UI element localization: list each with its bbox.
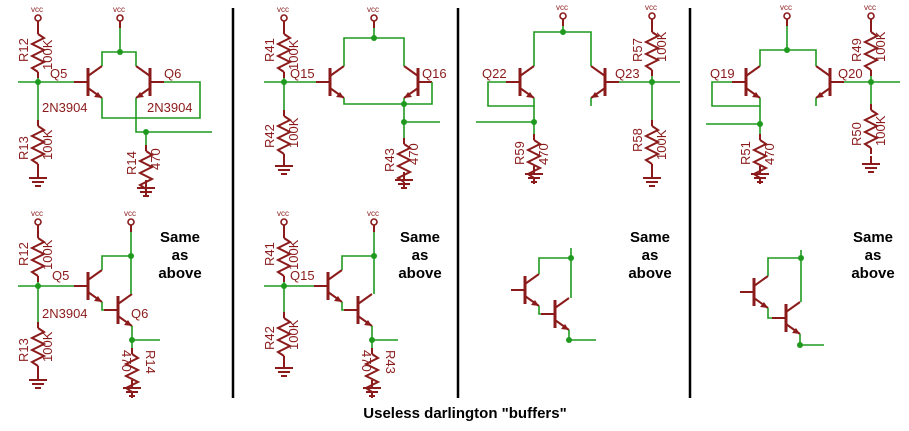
resistor-label: R59 [512,141,527,165]
panel3-bottom-darlington [509,248,596,343]
resistor-label: R13 [16,136,31,160]
same-note-1: Same as above [158,229,201,282]
svg-text:as: as [172,247,189,264]
resistor-value: 470 [119,350,134,372]
vcc-label: vcc [367,5,379,14]
transistor-label: Q6 [164,66,181,81]
resistor-label: R14 [124,151,139,175]
transistor-label: Q23 [615,66,640,81]
resistor-value: 100K [873,115,888,146]
svg-text:above: above [398,265,441,282]
resistor-value: 470 [536,143,551,165]
resistor-value: 100K [286,319,301,350]
vcc-label: vcc [367,209,379,218]
panel1-top-circuit: vcc vcc R12 100K R13 100K Q5 2N3904 Q6 2… [16,5,212,197]
vcc-label: vcc [556,3,568,12]
svg-text:as: as [865,247,882,264]
vcc-label: vcc [124,209,136,218]
same-note-4: Same as above [851,229,894,282]
svg-text:Same: Same [630,229,670,246]
resistor-value: 100K [654,31,669,62]
same-note-2: Same as above [398,229,441,282]
resistor-label: R13 [16,338,31,362]
resistor-label: R12 [16,242,31,266]
resistor-value: 100K [286,39,301,70]
resistor-label: R14 [143,350,158,374]
svg-text:Same: Same [160,229,200,246]
svg-text:as: as [642,247,659,264]
transistor-label: Q6 [131,306,148,321]
resistor-value: 100K [40,239,55,270]
resistor-label: R57 [630,38,645,62]
transistor-label: Q5 [50,66,67,81]
part-number: 2N3904 [42,100,88,115]
figure-caption: Useless darlington "buffers" [363,405,566,422]
resistor-label: R42 [262,326,277,350]
transistor-label: Q19 [710,66,735,81]
vcc-label: vcc [31,5,43,14]
resistor-value: 100K [286,239,301,270]
vcc-label: vcc [113,5,125,14]
resistor-value: 100K [286,117,301,148]
resistor-label: R41 [262,242,277,266]
transistor-label: Q15 [290,66,315,81]
resistor-label: R12 [16,38,31,62]
vcc-label: vcc [277,209,289,218]
svg-text:above: above [158,265,201,282]
resistor-label: R58 [630,128,645,152]
part-number: 2N3904 [147,100,193,115]
svg-text:above: above [851,265,894,282]
resistor-value: 100K [654,129,669,160]
transistor-label: Q15 [290,268,315,283]
same-note-3: Same as above [628,229,671,282]
vcc-label: vcc [780,3,792,12]
resistor-label: R50 [849,122,864,146]
resistor-label: R51 [738,141,753,165]
resistor-value: 100K [40,129,55,160]
panel2-top-circuit: vcc vcc R41 100K R42 100K Q15 Q16 R43 47… [262,5,447,189]
svg-text:above: above [628,265,671,282]
transistor-label: Q22 [482,66,507,81]
resistor-value: 100K [40,331,55,362]
panel2-bottom-circuit: vcc vcc R41 100K R42 100K Q15 470 R43 [262,209,398,399]
resistor-value: 470 [406,143,421,165]
resistor-value: 470 [762,143,777,165]
vcc-label: vcc [31,209,43,218]
svg-text:as: as [412,247,429,264]
transistor-label: Q5 [52,268,69,283]
resistor-value: 470 [359,350,374,372]
resistor-label: R43 [382,148,397,172]
part-number: 2N3904 [42,306,88,321]
panel3-top-circuit: vcc vcc Q22 Q23 R59 470 R57 100K R58 100… [476,3,680,187]
svg-text:Same: Same [400,229,440,246]
resistor-value: 470 [148,148,163,170]
resistor-value: 100K [873,31,888,62]
resistor-label: R43 [383,350,398,374]
vcc-label: vcc [277,5,289,14]
transistor-label: Q20 [838,66,863,81]
resistor-label: R49 [849,38,864,62]
resistor-label: R41 [262,38,277,62]
resistor-value: 100K [40,39,55,70]
svg-text:Same: Same [853,229,893,246]
vcc-label: vcc [864,3,876,12]
panel4-bottom-darlington [738,250,824,348]
transistor-label: Q16 [422,66,447,81]
vcc-label: vcc [645,3,657,12]
resistor-label: R42 [262,124,277,148]
panel4-top-circuit: vcc vcc Q19 Q20 R51 470 R49 100K R50 100… [706,3,900,185]
panel1-bottom-circuit: vcc vcc R12 100K R13 100K Q5 2N3904 Q6 4… [16,209,160,399]
